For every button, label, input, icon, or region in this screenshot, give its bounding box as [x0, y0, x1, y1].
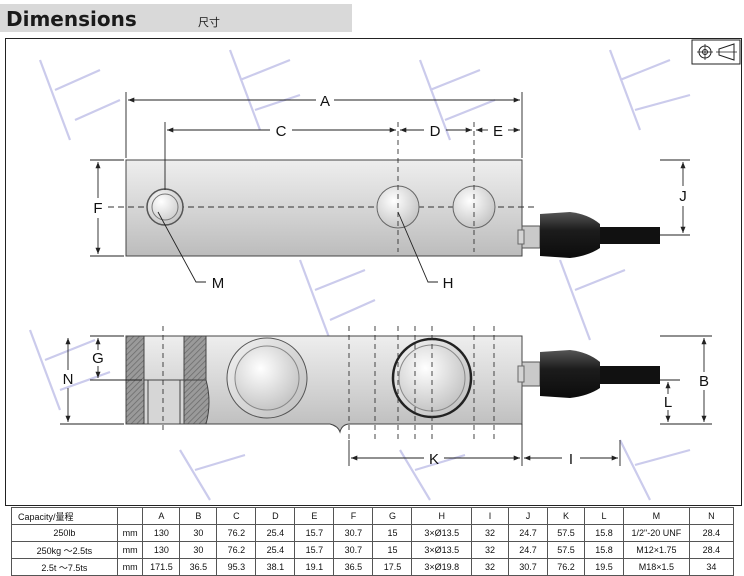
table-cell: 15 — [372, 524, 413, 542]
header-cell: Capacity/量程 — [11, 507, 118, 525]
dimension-lines — [60, 92, 712, 466]
label-I: I — [569, 451, 573, 468]
side-view — [125, 326, 660, 440]
header-cell: D — [255, 507, 296, 525]
header-cell: L — [583, 507, 625, 525]
table-cell: mm — [116, 541, 144, 559]
table-cell: 15 — [372, 541, 413, 559]
table-cell: 32 — [471, 541, 509, 559]
label-M: M — [212, 275, 225, 292]
table-cell: 17.5 — [372, 558, 413, 576]
table-cell: 24.7 — [507, 524, 549, 542]
header-cell: E — [294, 507, 335, 525]
table-cell: 28.4 — [688, 524, 735, 542]
title-bar: Dimensions 尺寸 — [0, 4, 352, 32]
label-K: K — [429, 451, 439, 468]
table-cell: 250lb — [11, 524, 118, 542]
table-cell: 24.7 — [507, 541, 549, 559]
table-row: 250kg ～2.5ts mm 130 30 76.2 25.4 15.7 30… — [11, 541, 735, 559]
label-A: A — [320, 93, 330, 110]
header-cell: N — [688, 507, 735, 525]
table-cell: 19.1 — [294, 558, 335, 576]
table-cell: 3×Ø19.8 — [411, 558, 473, 576]
table-cell: 25.4 — [255, 524, 296, 542]
label-C: C — [276, 123, 287, 140]
table-cell: 3×Ø13.5 — [411, 541, 473, 559]
header-cell: F — [333, 507, 374, 525]
table-cell: 76.2 — [547, 558, 585, 576]
table-cell: 38.1 — [255, 558, 296, 576]
header-cell: G — [372, 507, 413, 525]
table-cell: 25.4 — [255, 541, 296, 559]
label-B: B — [699, 373, 709, 390]
table-cell: 28.4 — [688, 541, 735, 559]
table-cell: 30 — [179, 541, 218, 559]
table-cell: 3×Ø13.5 — [411, 524, 473, 542]
table-cell: 32 — [471, 524, 509, 542]
table-cell: 76.2 — [216, 541, 257, 559]
table-row: 2.5t ～7.5ts mm 171.5 36.5 95.3 38.1 19.1… — [11, 558, 735, 576]
label-J: J — [679, 188, 687, 205]
table-cell: 57.5 — [547, 541, 585, 559]
header-cell: I — [471, 507, 509, 525]
table-cell: 15.7 — [294, 524, 335, 542]
table-cell: 76.2 — [216, 524, 257, 542]
header-cell: A — [142, 507, 181, 525]
table-cell: 95.3 — [216, 558, 257, 576]
header-cell: H — [411, 507, 473, 525]
table-cell: 15.7 — [294, 541, 335, 559]
label-F: F — [93, 200, 102, 217]
watermark — [28, 49, 691, 501]
table-cell: 30.7 — [333, 524, 374, 542]
table-cell: 1/2"-20 UNF — [623, 524, 690, 542]
table-cell: 30.7 — [507, 558, 549, 576]
table-cell: M12×1.75 — [623, 541, 690, 559]
table-cell: 15.8 — [583, 541, 625, 559]
table-cell: 30.7 — [333, 541, 374, 559]
header-cell: C — [216, 507, 257, 525]
top-view — [108, 122, 660, 258]
dimensions-table: Capacity/量程 A B C D E F G H I J K L M N … — [11, 507, 735, 576]
table-cell: 36.5 — [333, 558, 374, 576]
table-cell: 57.5 — [547, 524, 585, 542]
label-D: D — [430, 123, 441, 140]
table-cell: mm — [116, 524, 144, 542]
label-G: G — [92, 350, 104, 367]
table-cell: 19.5 — [583, 558, 625, 576]
table-cell: 36.5 — [179, 558, 218, 576]
table-cell: 32 — [471, 558, 509, 576]
header-cell: M — [623, 507, 690, 525]
projection-symbol — [691, 39, 741, 65]
label-H: H — [443, 275, 454, 292]
table-cell: 130 — [142, 524, 181, 542]
header-cell: B — [179, 507, 218, 525]
dimension-labels: A C D E F J M H G N B L K I — [63, 93, 709, 468]
table-cell: 30 — [179, 524, 218, 542]
table-cell: M18×1.5 — [623, 558, 690, 576]
header-cell: J — [507, 507, 549, 525]
label-L: L — [664, 394, 672, 411]
page-subtitle: 尺寸 — [198, 16, 220, 29]
page-title: Dimensions — [6, 7, 137, 31]
table-cell: 34 — [688, 558, 735, 576]
table-cell: 130 — [142, 541, 181, 559]
table-header-row: Capacity/量程 A B C D E F G H I J K L M N — [11, 507, 735, 525]
table-cell: mm — [116, 558, 144, 576]
table-cell: 2.5t ～7.5ts — [11, 558, 118, 576]
label-N: N — [63, 371, 74, 388]
header-cell: K — [547, 507, 585, 525]
table-cell: 171.5 — [142, 558, 181, 576]
label-E: E — [493, 123, 503, 140]
drawing-frame — [5, 38, 742, 506]
table-cell: 15.8 — [583, 524, 625, 542]
header-cell — [116, 507, 144, 525]
table-row: 250lb mm 130 30 76.2 25.4 15.7 30.7 15 3… — [11, 524, 735, 542]
table-cell: 250kg ～2.5ts — [11, 541, 118, 559]
